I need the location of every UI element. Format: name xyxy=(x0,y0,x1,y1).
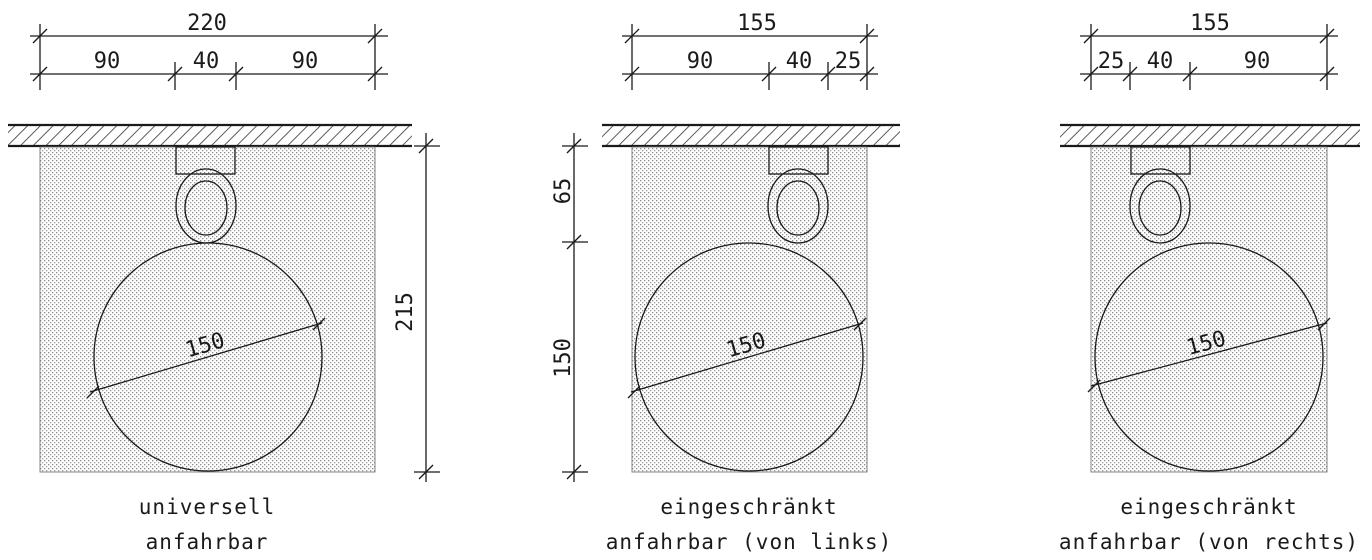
dim-left-label: 90 xyxy=(94,49,121,74)
dim-total-label: 220 xyxy=(187,11,227,36)
dim-depth-label: 150 xyxy=(551,338,576,378)
toilet-icon xyxy=(767,146,829,244)
dim-right-label: 25 xyxy=(835,49,862,74)
panel-universell: 220 90 40 90 150 215 universell anfahrba… xyxy=(8,11,440,554)
diameter-line xyxy=(89,322,323,393)
panel-von-links: 155 90 40 25 150 65 150 eingeschränkt an… xyxy=(551,11,900,554)
dim-right-label: 90 xyxy=(292,49,319,74)
caption-line1: eingeschränkt xyxy=(660,495,837,519)
dim-total-label: 155 xyxy=(737,11,777,36)
dim-left-label: 90 xyxy=(687,49,714,74)
turning-circle xyxy=(1094,242,1324,472)
clearance-area xyxy=(631,146,868,473)
diameter-line xyxy=(630,322,864,393)
dim-ticks xyxy=(1083,24,1335,90)
dim-ticks xyxy=(32,24,383,90)
clearance-area xyxy=(1090,146,1328,473)
toilet-icon xyxy=(1129,146,1191,244)
caption-line1: universell xyxy=(139,495,275,519)
dim-mid-label: 40 xyxy=(786,49,813,74)
diameter-line xyxy=(1090,322,1328,387)
dim-mid-label: 40 xyxy=(193,49,220,74)
dim-ticks xyxy=(624,24,875,90)
turning-circle xyxy=(634,242,864,472)
dim-right-label: 90 xyxy=(1244,49,1271,74)
caption-line2: anfahrbar (von rechts) xyxy=(1059,530,1359,554)
caption-line1: eingeschränkt xyxy=(1120,495,1297,519)
caption-line2: anfahrbar xyxy=(146,530,269,554)
dim-left-label: 25 xyxy=(1098,49,1125,74)
turning-circle xyxy=(93,242,323,472)
wall-hatch xyxy=(8,125,412,146)
wall-hatch xyxy=(1060,125,1360,146)
dim-front-label: 65 xyxy=(551,178,576,205)
wall-hatch xyxy=(602,125,900,146)
clearance-area xyxy=(39,146,376,473)
panel-von-rechts: 155 25 40 90 150 eingeschränkt anfahrbar… xyxy=(1059,11,1360,554)
dim-total-label: 155 xyxy=(1190,11,1230,36)
caption-line2: anfahrbar (von links) xyxy=(606,530,893,554)
dim-depth-label: 215 xyxy=(393,292,418,332)
dim-mid-label: 40 xyxy=(1147,49,1174,74)
